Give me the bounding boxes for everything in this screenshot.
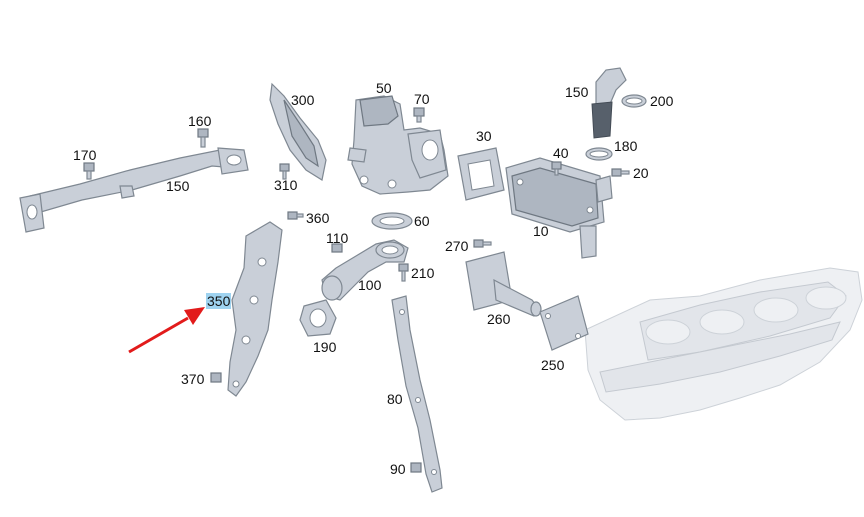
callout-arrow [128,307,205,354]
part-label-210[interactable]: 210 [411,265,435,281]
part-label-70[interactable]: 70 [414,91,430,107]
bolt-310[interactable] [279,163,290,180]
part-label-40[interactable]: 40 [553,145,569,161]
part-label-20[interactable]: 20 [633,165,649,181]
bolt-270[interactable] [473,239,492,248]
intake-manifold-ghost [584,267,863,421]
callout-arrow-shaft [128,316,189,354]
part-label-10[interactable]: 10 [533,223,549,239]
part-label-80[interactable]: 80 [387,391,403,407]
part-label-250[interactable]: 250 [541,357,565,373]
part-label-300[interactable]: 300 [291,92,315,108]
nut-110[interactable] [331,243,343,253]
part-label-350-highlighted[interactable]: 350 [206,293,232,309]
part-label-370[interactable]: 370 [181,371,205,387]
part-label-50[interactable]: 50 [376,80,392,96]
cover-plate-250[interactable] [539,295,589,351]
egr-cooler-10[interactable] [505,157,613,259]
gasket-30[interactable] [457,147,505,201]
bolt-160[interactable] [197,128,209,148]
hose-150[interactable] [591,67,627,139]
part-label-110[interactable]: 110 [326,230,349,246]
bolt-70[interactable] [413,107,425,123]
part-label-170[interactable]: 170 [73,147,97,163]
bolt-210[interactable] [398,263,409,282]
part-label-60[interactable]: 60 [414,213,430,229]
bolt-20[interactable] [611,168,630,177]
part-label-180[interactable]: 180 [614,138,638,154]
part-label-190[interactable]: 190 [313,339,337,355]
bracket-350[interactable] [227,221,283,397]
nut-370[interactable] [210,372,222,383]
part-label-160[interactable]: 160 [188,113,212,129]
part-label-100[interactable]: 100 [358,277,382,293]
nut-90[interactable] [410,462,422,473]
egr-tube-260[interactable] [465,251,542,317]
part-label-360[interactable]: 360 [306,210,330,226]
gasket-60[interactable] [371,212,413,230]
gasket-190[interactable] [299,299,337,337]
callout-arrow-head [184,307,205,325]
egr-pipe-left[interactable] [19,147,249,233]
egr-pipe-100[interactable] [321,239,409,301]
part-label-150-left[interactable]: 150 [166,178,190,194]
clamp-180[interactable] [585,147,613,161]
part-label-30[interactable]: 30 [476,128,492,144]
part-label-200[interactable]: 200 [650,93,674,109]
bolt-170[interactable] [83,162,95,180]
clamp-200[interactable] [621,94,647,108]
bolt-360[interactable] [287,211,304,220]
part-label-150-right[interactable]: 150 [565,84,589,100]
heat-shield-300[interactable] [269,82,327,181]
part-label-270[interactable]: 270 [445,238,469,254]
part-label-260[interactable]: 260 [487,311,511,327]
bolt-40[interactable] [551,161,562,176]
egr-valve-50[interactable] [347,95,449,195]
part-label-310[interactable]: 310 [274,177,298,193]
bracket-80[interactable] [391,295,443,493]
part-label-90[interactable]: 90 [390,461,406,477]
